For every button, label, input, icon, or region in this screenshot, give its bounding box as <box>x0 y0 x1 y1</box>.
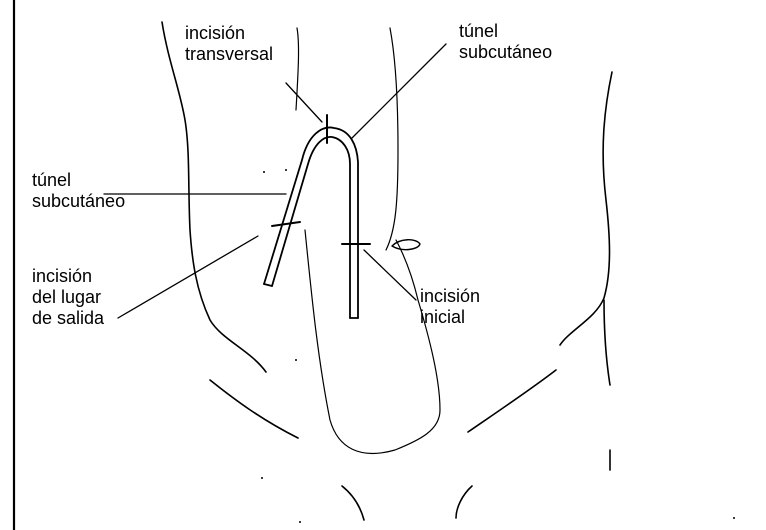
leader-incision-salida <box>118 236 258 318</box>
label-tunel-subcutaneo-left: túnel subcutáneo <box>32 170 125 212</box>
leader-incision-inicial <box>364 250 416 300</box>
catheter-end-left <box>264 284 272 286</box>
torso-right-lower <box>604 300 610 385</box>
speck <box>295 359 297 361</box>
torso-left-outline <box>162 22 266 372</box>
groin-left <box>342 486 364 520</box>
dressing-outline <box>305 230 440 453</box>
waist-left-curve <box>210 380 298 438</box>
label-incision-lugar-salida: incisión del lugar de salida <box>32 266 104 329</box>
chest-right-line <box>386 28 398 250</box>
speck <box>261 477 263 479</box>
leader-tunel-top <box>352 44 446 138</box>
label-incision-inicial: incisión inicial <box>420 286 480 328</box>
groin-right <box>456 486 472 518</box>
label-incision-transversal: incisión transversal <box>185 23 273 65</box>
speck <box>285 169 287 171</box>
label-tunel-subcutaneo-top: túnel subcutáneo <box>459 21 552 63</box>
waist-right-curve <box>468 370 556 432</box>
leader-incision-transversal <box>286 83 322 122</box>
speck <box>733 517 735 519</box>
incision-exit-mark <box>272 222 300 226</box>
speck <box>263 171 265 173</box>
speck <box>299 521 301 523</box>
chest-left-line <box>296 28 299 110</box>
